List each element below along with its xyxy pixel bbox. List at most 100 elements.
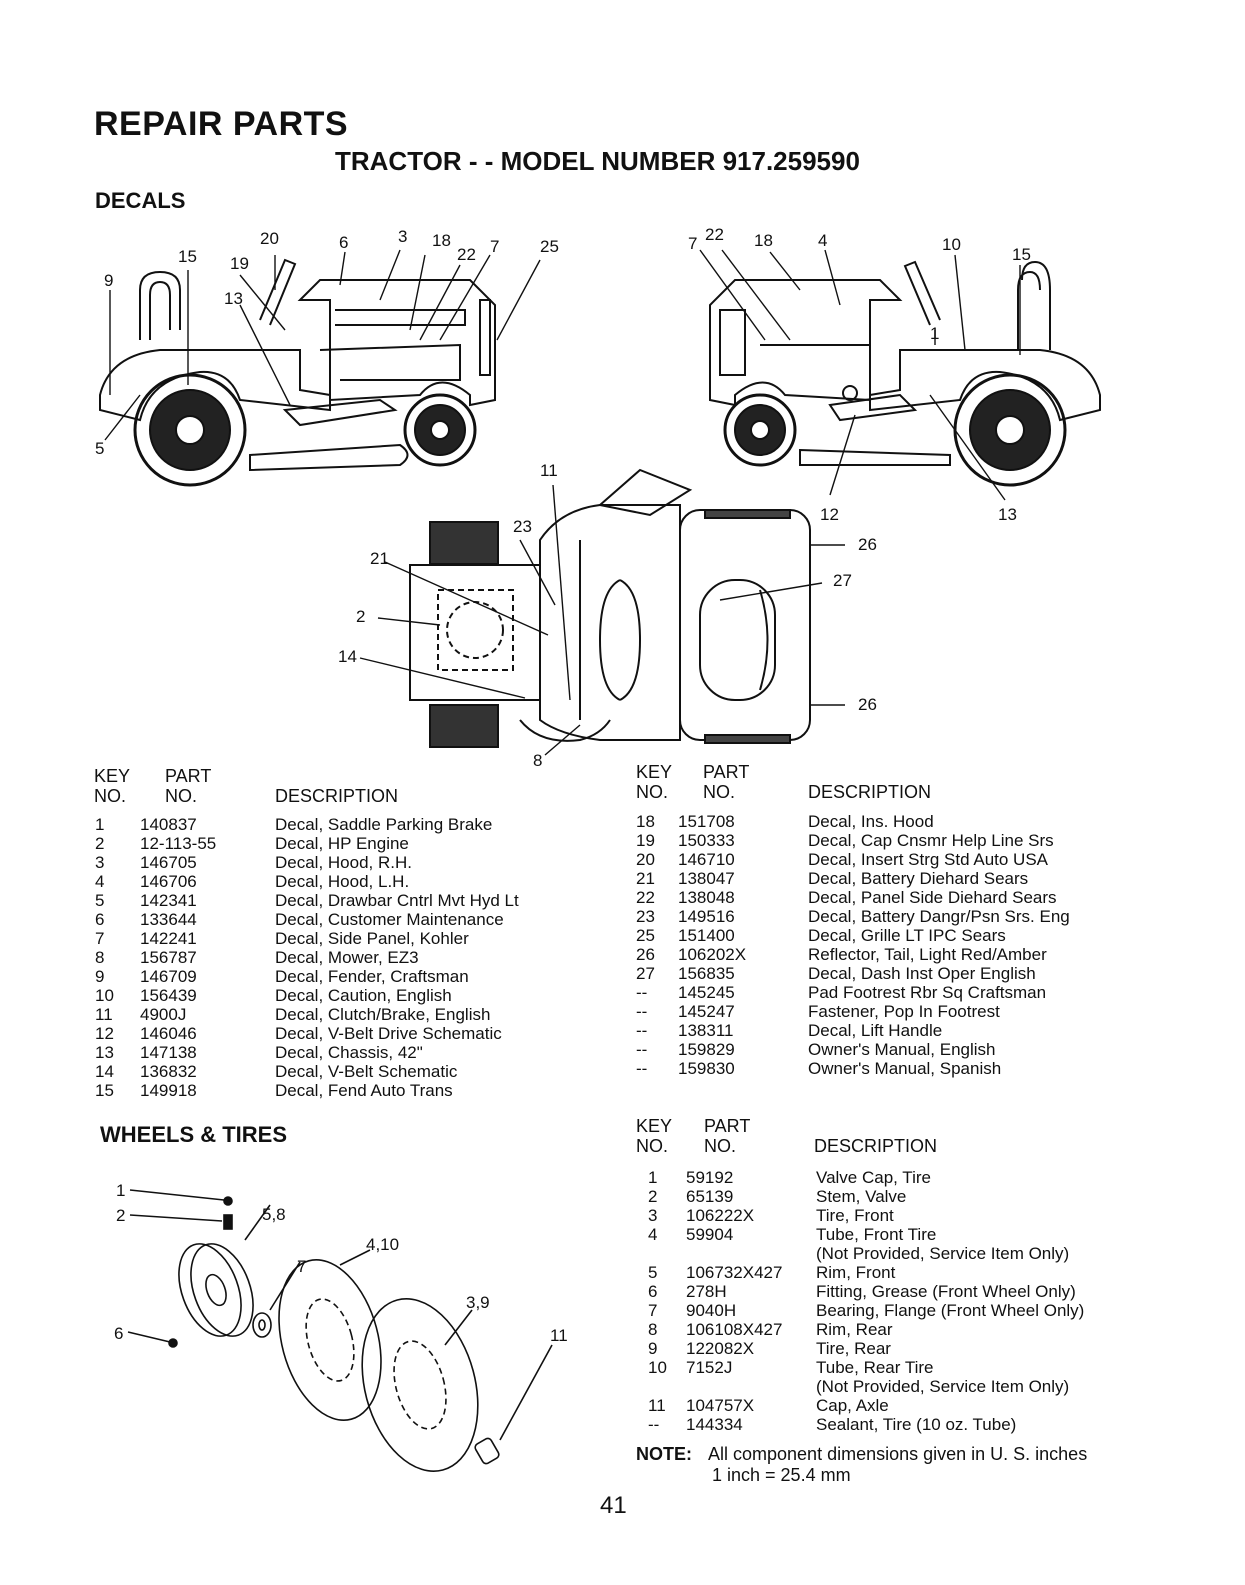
- description-cell: Sealant, Tire (10 oz. Tube): [816, 1415, 1017, 1434]
- key-cell: 2: [95, 834, 105, 853]
- part-number-cell: 133644: [140, 910, 197, 929]
- description-cell: Decal, Battery Dangr/Psn Srs. Eng: [808, 907, 1070, 926]
- key-cell: 7: [95, 929, 105, 948]
- key-cell: 14: [95, 1062, 114, 1081]
- key-cell: 7: [648, 1301, 658, 1320]
- part-number-cell: 149918: [140, 1081, 197, 1100]
- callout: 25: [540, 237, 559, 256]
- col-header-no: NO.: [636, 782, 669, 802]
- wheels-section-title: WHEELS & TIRES: [100, 1122, 288, 1147]
- callout: 3: [398, 227, 408, 246]
- callout: 22: [457, 245, 476, 264]
- description-cell: Rim, Front: [816, 1263, 896, 1282]
- part-number-cell: 12-113-55: [140, 834, 217, 853]
- page-title: REPAIR PARTS: [94, 105, 349, 143]
- note-line1: All component dimensions given in U. S. …: [708, 1444, 1088, 1464]
- model-subtitle: TRACTOR - - MODEL NUMBER 917.259590: [335, 146, 860, 176]
- note-line2: 1 inch = 25.4 mm: [712, 1465, 851, 1485]
- description-cell: Rim, Rear: [816, 1320, 893, 1339]
- part-number-cell: 146705: [140, 853, 197, 872]
- callout: 13: [998, 505, 1017, 524]
- description-cell: Decal, Lift Handle: [808, 1021, 943, 1040]
- key-cell: --: [636, 1040, 648, 1059]
- key-cell: 3: [95, 853, 105, 872]
- description-cell: Decal, Insert Strg Std Auto USA: [808, 850, 1049, 869]
- part-number-cell: 278H: [686, 1282, 727, 1301]
- key-cell: --: [648, 1415, 660, 1434]
- key-cell: 10: [95, 986, 114, 1005]
- part-number-cell: 7152J: [686, 1358, 733, 1377]
- description-cell: Bearing, Flange (Front Wheel Only): [816, 1301, 1085, 1320]
- part-number-cell: 145245: [678, 983, 735, 1002]
- col-header-part-no: NO.: [704, 1136, 737, 1156]
- col-header-key: KEY: [636, 1116, 673, 1136]
- description-cell: Decal, Drawbar Cntrl Mvt Hyd Lt: [275, 891, 519, 910]
- col-header-description: DESCRIPTION: [808, 782, 932, 802]
- col-header-part: PART: [165, 766, 212, 786]
- description-cell: Fitting, Grease (Front Wheel Only): [816, 1282, 1076, 1301]
- description-cell: Decal, Mower, EZ3: [275, 948, 419, 967]
- description-cell: Decal, Clutch/Brake, English: [275, 1005, 491, 1024]
- callout: 7: [490, 237, 500, 256]
- key-cell: 11: [648, 1396, 666, 1415]
- description-cell: Decal, Fender, Craftsman: [275, 967, 469, 986]
- callout: 8: [533, 751, 543, 770]
- key-cell: 4: [648, 1225, 658, 1244]
- part-number-cell: 150333: [678, 831, 735, 850]
- key-cell: 19: [636, 831, 655, 850]
- key-cell: 23: [636, 907, 655, 926]
- description-cell: Tire, Front: [816, 1206, 894, 1225]
- key-cell: 22: [636, 888, 655, 907]
- key-cell: 20: [636, 850, 655, 869]
- part-number-cell: 138047: [678, 869, 735, 888]
- key-cell: 10: [648, 1358, 667, 1377]
- description-cell: Tube, Front Tire: [816, 1225, 937, 1244]
- key-cell: 8: [95, 948, 105, 967]
- description-cell: Decal, Ins. Hood: [808, 812, 934, 831]
- callout: 18: [754, 231, 773, 250]
- col-header-key: KEY: [636, 762, 673, 782]
- callout: 5: [95, 439, 105, 458]
- part-number-cell: 145247: [678, 1002, 735, 1021]
- description-cell: Owner's Manual, English: [808, 1040, 996, 1059]
- key-cell: 3: [648, 1206, 658, 1225]
- callout: 14: [338, 647, 357, 666]
- description-cell: (Not Provided, Service Item Only): [816, 1377, 1070, 1396]
- key-cell: 2: [648, 1187, 658, 1206]
- part-number-cell: 106202X: [678, 945, 747, 964]
- callout: 22: [705, 225, 724, 244]
- callout: 4,10: [366, 1235, 400, 1254]
- callout: 3,9: [466, 1293, 490, 1312]
- part-number-cell: 147138: [140, 1043, 197, 1062]
- description-cell: Decal, Panel Side Diehard Sears: [808, 888, 1057, 907]
- description-cell: Decal, Customer Maintenance: [275, 910, 504, 929]
- key-cell: 9: [648, 1339, 658, 1358]
- description-cell: Valve Cap, Tire: [816, 1168, 931, 1187]
- callout: 23: [513, 517, 532, 536]
- description-cell: Tire, Rear: [816, 1339, 891, 1358]
- col-header-description: DESCRIPTION: [814, 1136, 938, 1156]
- description-cell: Decal, HP Engine: [275, 834, 409, 853]
- key-cell: 21: [636, 869, 655, 888]
- callout: 4: [818, 231, 828, 250]
- part-number-cell: 156439: [140, 986, 197, 1005]
- callout: 10: [942, 235, 961, 254]
- description-cell: Decal, Battery Diehard Sears: [808, 869, 1029, 888]
- key-cell: 1: [95, 815, 105, 834]
- decals-diagram: [99, 249, 1101, 756]
- key-cell: 5: [95, 891, 105, 910]
- key-cell: 27: [636, 964, 655, 983]
- callout: 6: [114, 1324, 124, 1343]
- col-header-description: DESCRIPTION: [275, 786, 399, 806]
- callout: 1: [116, 1181, 126, 1200]
- description-cell: Cap, Axle: [816, 1396, 889, 1415]
- description-cell: Owner's Manual, Spanish: [808, 1059, 1002, 1078]
- part-number-cell: 104757X: [686, 1396, 755, 1415]
- part-number-cell: 156835: [678, 964, 735, 983]
- part-number-cell: 106108X427: [686, 1320, 783, 1339]
- part-number-cell: 59192: [686, 1168, 734, 1187]
- part-number-cell: 159830: [678, 1059, 735, 1078]
- callout: 2: [116, 1206, 126, 1225]
- key-cell: 8: [648, 1320, 658, 1339]
